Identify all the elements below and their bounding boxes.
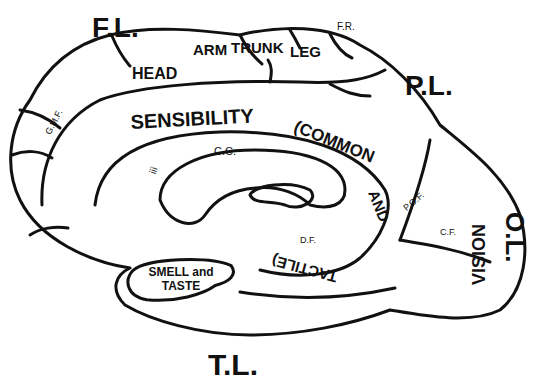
- lobe-label: F.L.: [92, 14, 139, 42]
- region-label: VISION: [470, 224, 488, 285]
- region-label: (COMMON: [292, 118, 377, 166]
- lobe-label: O.L.: [502, 212, 528, 263]
- fissure-branch: [268, 60, 370, 96]
- temporal-fissure: [240, 288, 395, 298]
- corpus-callosum: [160, 150, 345, 223]
- region-label: SENSIBILITY: [130, 106, 254, 132]
- calloso-marginal-fissure: [42, 70, 385, 205]
- lobe-label: T.L.: [208, 350, 258, 380]
- region-label: AND: [366, 188, 392, 224]
- top-gyri: [112, 30, 352, 66]
- structure-label: iii: [148, 166, 160, 176]
- fissure-label: C.F.: [440, 228, 456, 237]
- uncus-region: SMELL and TASTE: [124, 256, 238, 304]
- region-label: ARM: [193, 42, 227, 57]
- fissure-label: P.O.F.: [402, 191, 426, 213]
- fornix: [250, 185, 313, 208]
- region-label: SMELL and TASTE: [140, 266, 222, 294]
- region-label: LEG: [290, 44, 321, 59]
- frontal-sulci: [12, 110, 68, 235]
- fissure-label: D.F.: [300, 236, 316, 245]
- region-label: TACTILE): [270, 253, 339, 285]
- lobe-label: P.L.: [405, 72, 453, 100]
- fissure-label: F.R.: [337, 22, 355, 32]
- region-label: HEAD: [132, 66, 177, 82]
- brain-outline: [11, 28, 525, 335]
- structure-label: C.C.: [214, 146, 236, 157]
- region-label: TRUNK: [231, 40, 284, 55]
- parieto-occipital-fissure: [400, 140, 430, 240]
